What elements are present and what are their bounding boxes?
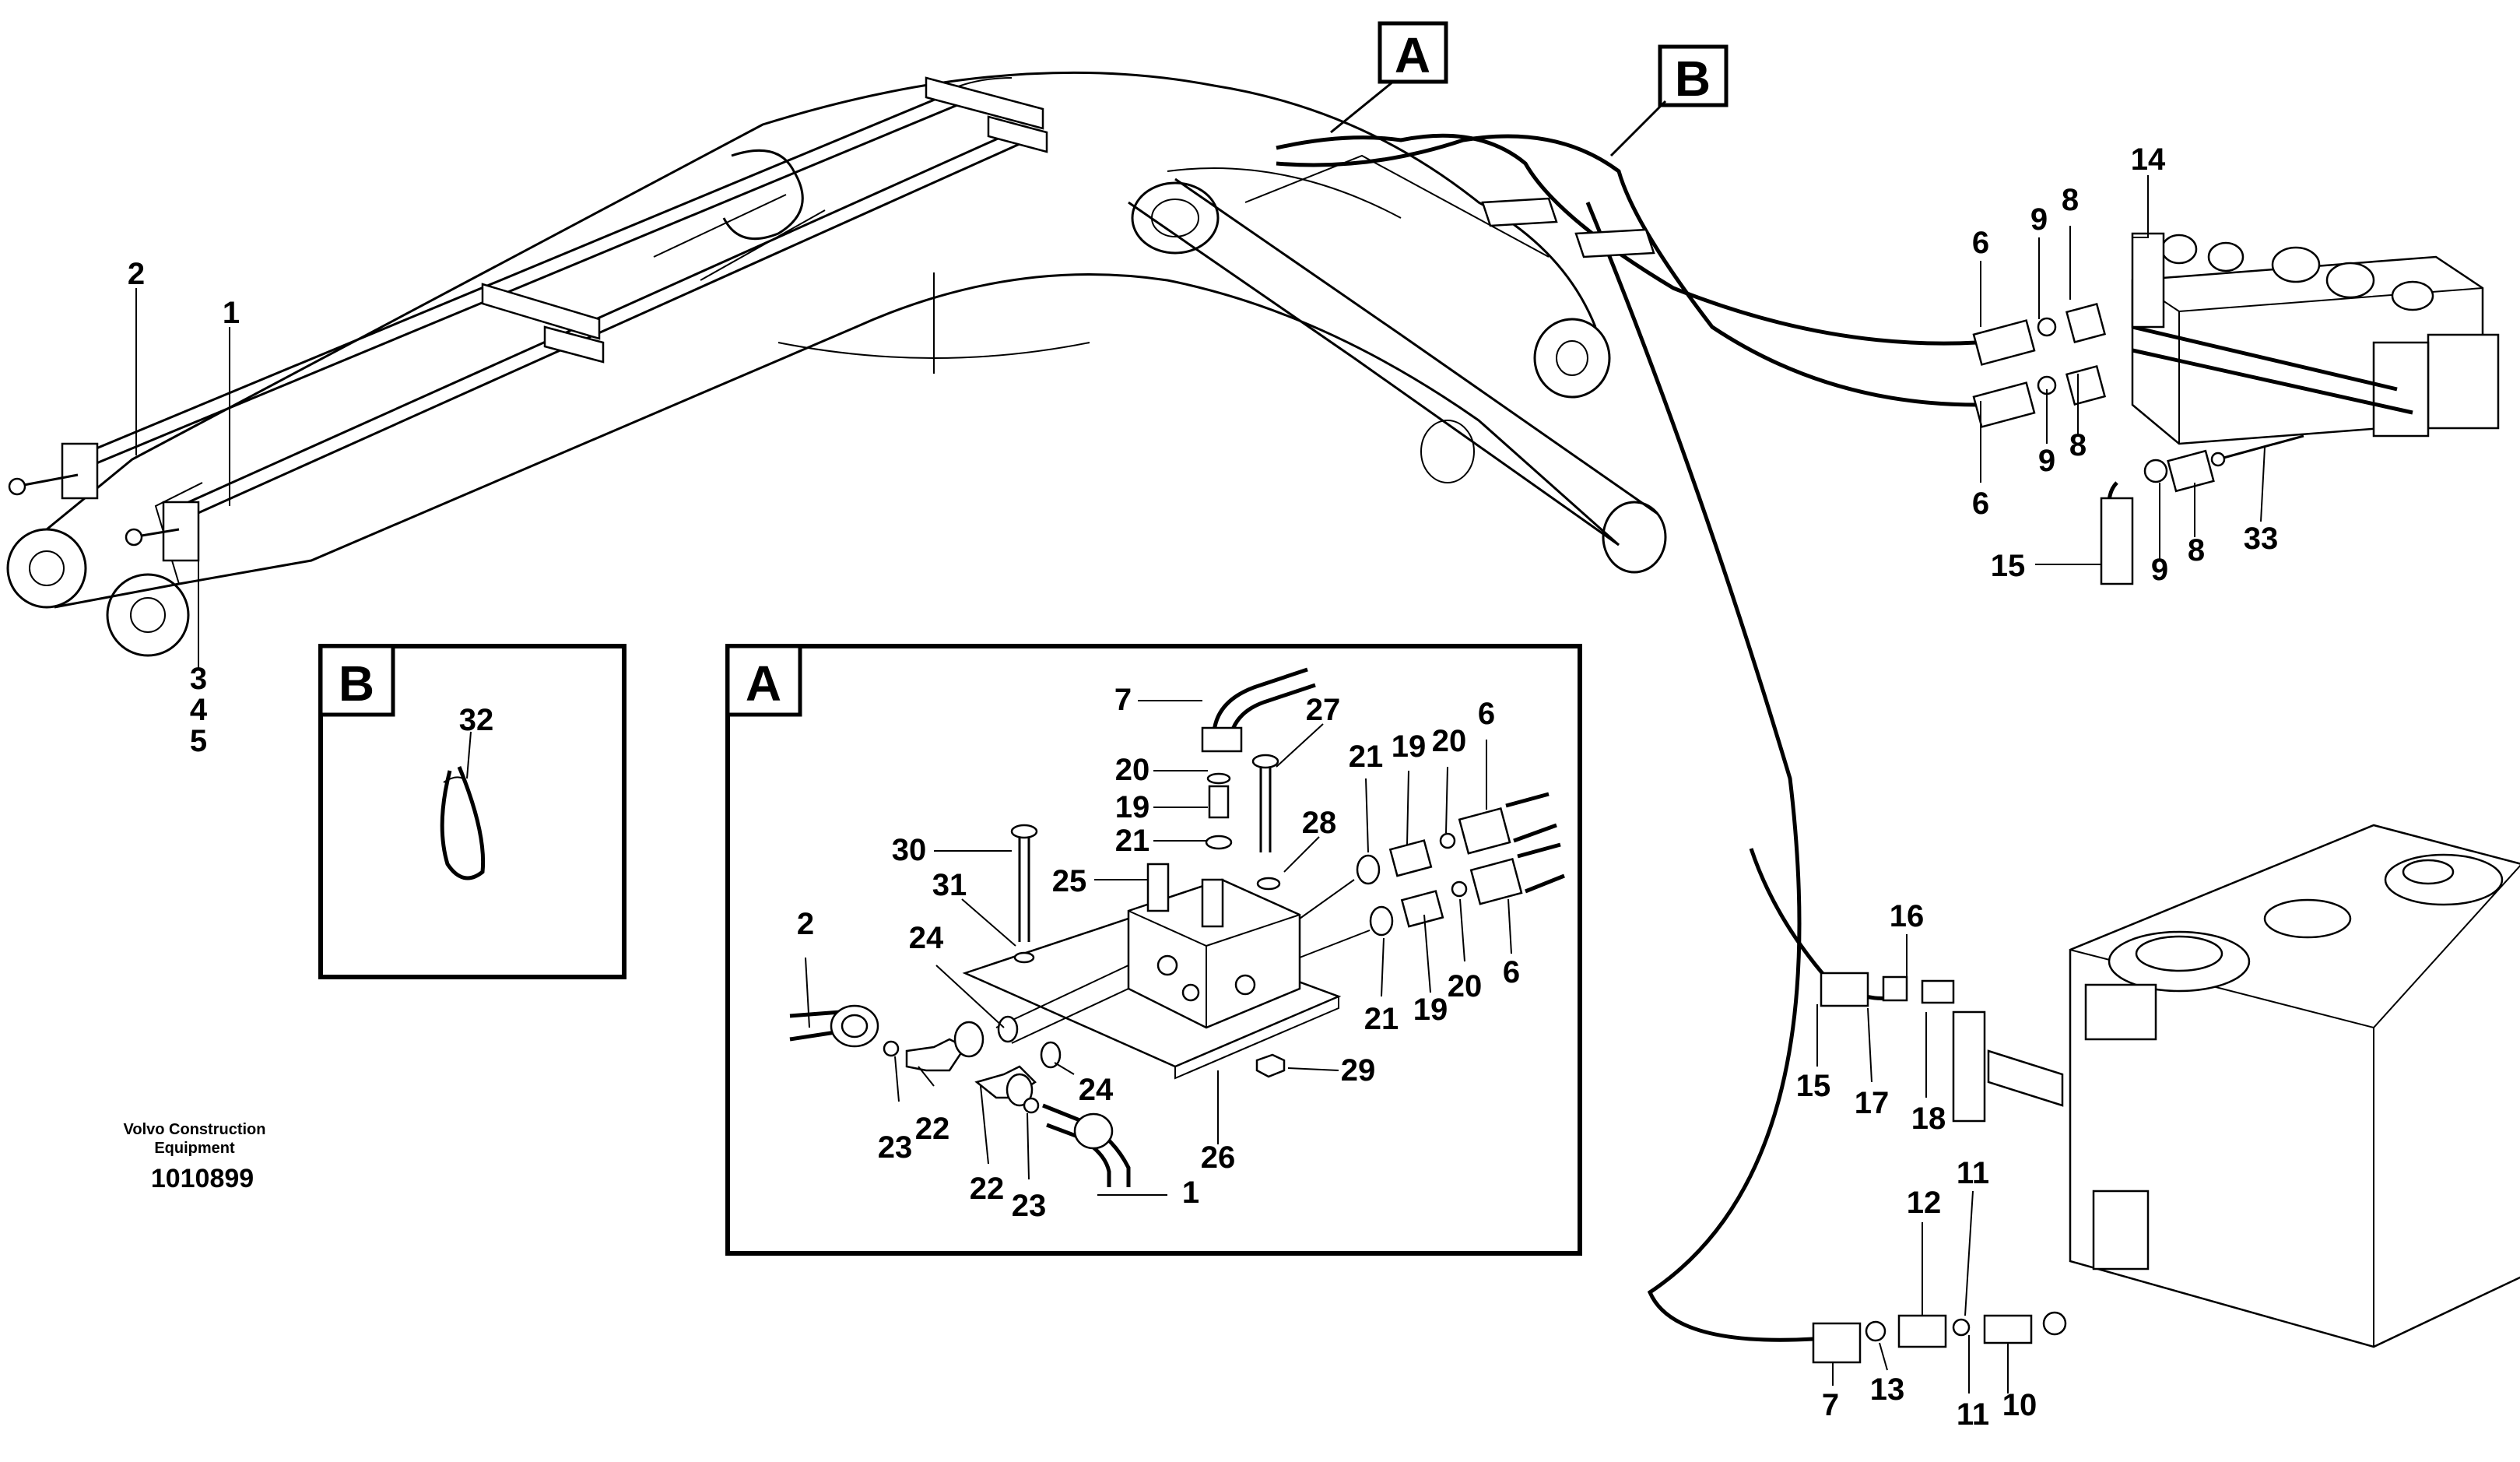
inset-b-panel: B 32 [318,644,626,979]
callout-8-lower: 8 [2069,428,2087,462]
callout-18: 18 [1911,1102,1946,1136]
callout-a-6-lower: 6 [1503,955,1520,989]
view-marker-b-label: B [1675,51,1711,107]
callout-a-19-lower: 19 [1413,993,1448,1027]
callout-a-25: 25 [1052,864,1087,898]
callout-a-2: 2 [797,907,814,941]
callout-a-23-lower: 23 [1012,1189,1047,1223]
callout-15-lower: 15 [1796,1069,1831,1103]
callout-a-29: 29 [1341,1053,1376,1088]
callout-a-7: 7 [1114,683,1132,717]
callout-4: 4 [190,693,208,727]
callout-a-20-lower: 20 [1448,969,1483,1003]
callout-15-upper: 15 [1991,549,2026,583]
callout-a-28: 28 [1302,806,1337,840]
callout-numbers: 2 1 3 4 5 14 6 9 8 6 9 8 15 9 8 33 16 15… [128,142,2278,1432]
callout-a-24-lower: 24 [1079,1073,1114,1107]
callout-a-19-upper: 19 [1392,729,1427,764]
callout-a-21-lower: 21 [1364,1002,1399,1036]
callout-1: 1 [223,296,240,330]
callout-14: 14 [2131,142,2166,177]
callout-a-24-upper: 24 [909,921,944,955]
figure-number: 1010899 [151,1164,254,1193]
callout-8-upper: 8 [2062,183,2079,217]
callout-2: 2 [128,257,145,291]
callout-a-23-left: 23 [878,1130,913,1165]
callout-9-upper: 9 [2030,202,2048,237]
callout-33: 33 [2244,522,2279,556]
callout-a-20: 20 [1115,753,1150,787]
callout-a-27: 27 [1306,693,1341,727]
callout-11-upper: 11 [1957,1156,1989,1190]
callout-9-side: 9 [2151,553,2168,587]
control-valve-drawing [1972,232,2500,585]
inset-b-letter: B [339,655,374,712]
callout-9-lower: 9 [2038,444,2055,478]
publisher-block: Volvo Construction Equipment 1010899 [124,1121,266,1193]
callout-a-6-upper: 6 [1478,697,1495,731]
inset-a-letter: A [746,655,781,712]
callout-17: 17 [1855,1086,1890,1120]
callout-a-21: 21 [1115,824,1150,858]
publisher-line-2: Equipment [154,1140,235,1157]
callout-a-22-lower: 22 [970,1172,1005,1206]
callout-a-31: 31 [932,868,967,902]
view-marker-a-top: A [1330,21,1448,134]
callout-a-1: 1 [1182,1176,1199,1210]
callout-13: 13 [1870,1372,1905,1407]
hydraulic-tank-drawing [1749,824,2520,1364]
callout-11-lower: 11 [1957,1397,1989,1432]
view-marker-a-label: A [1395,27,1430,83]
callout-5: 5 [190,724,207,758]
inset-a-panel: A [725,644,1582,1256]
callout-6-lower: 6 [1972,487,1989,521]
publisher-line-1: Volvo Construction [124,1121,266,1138]
callout-a-30: 30 [892,833,927,867]
callout-8-side: 8 [2188,533,2205,568]
callout-a-21-upper: 21 [1349,740,1384,774]
callout-a-20-upper: 20 [1432,724,1467,758]
boom-drawing [6,71,1978,1342]
callout-12: 12 [1907,1186,1942,1220]
callout-a-22-left: 22 [915,1112,950,1146]
view-marker-b-top: B [1609,44,1729,157]
callout-3: 3 [190,662,207,696]
callout-7-tank: 7 [1822,1388,1839,1422]
callout-32: 32 [459,703,494,737]
callout-a-19: 19 [1115,790,1150,824]
leader-lines [135,175,2266,1393]
callout-a-26: 26 [1201,1140,1236,1175]
callout-10: 10 [2002,1388,2037,1422]
callout-6-upper: 6 [1972,226,1989,260]
callout-16: 16 [1890,899,1925,933]
